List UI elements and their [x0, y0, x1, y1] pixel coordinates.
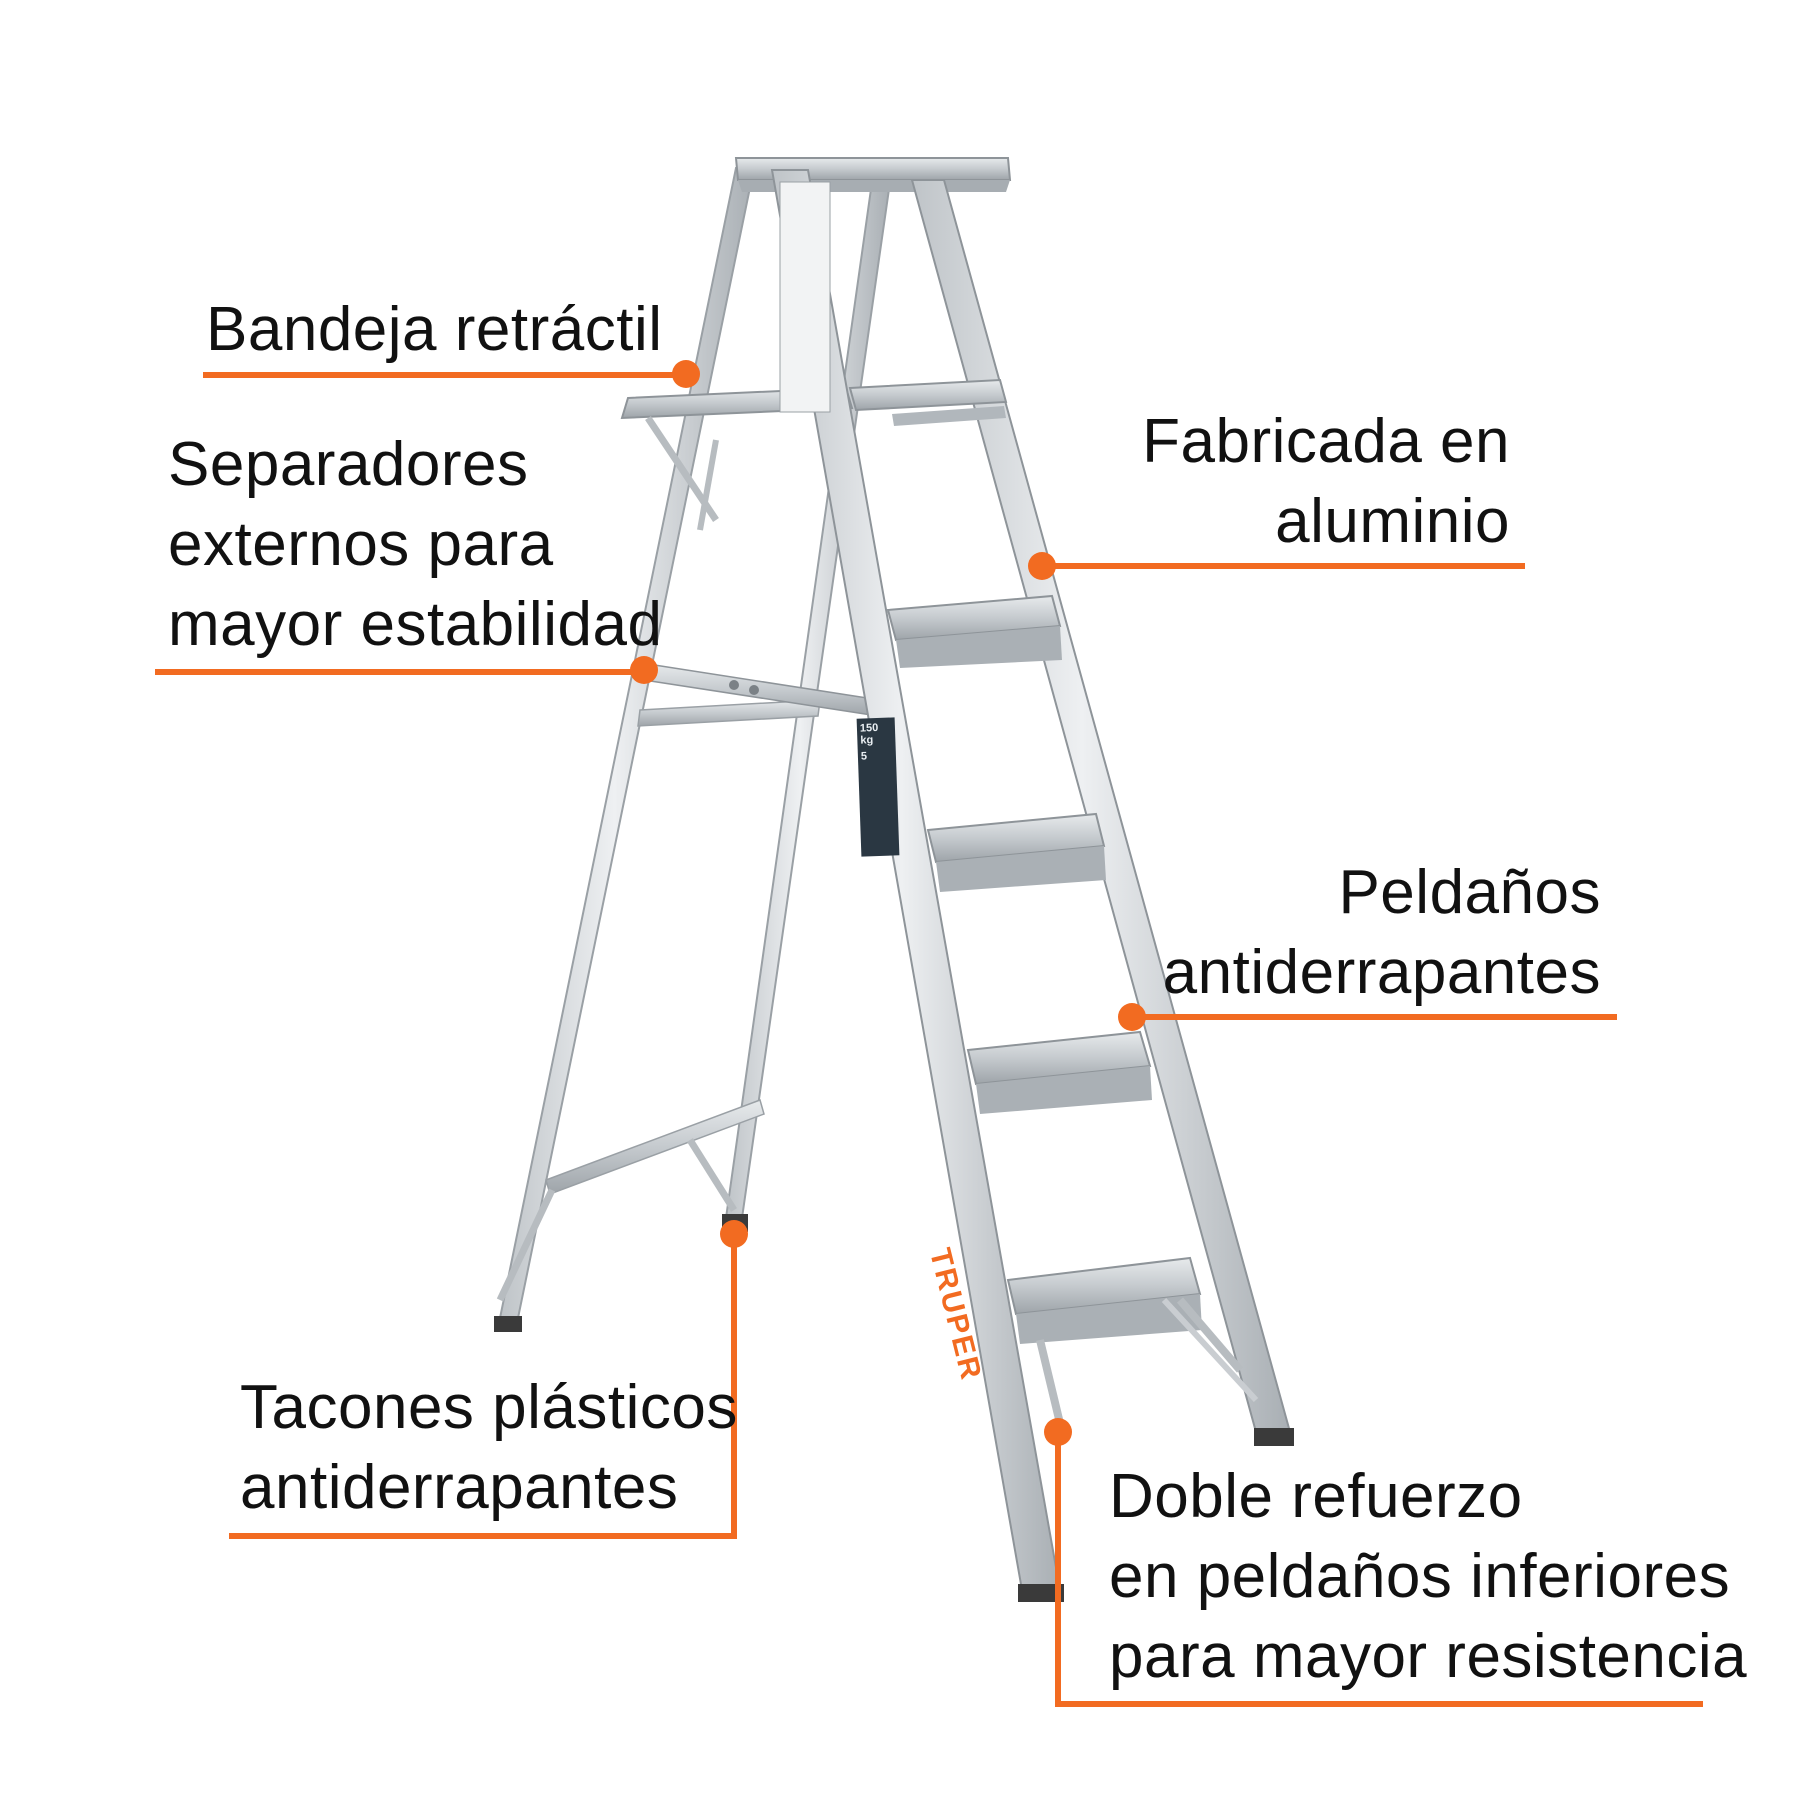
spec-plate: 150 kg 5: [856, 717, 900, 857]
step-1: [848, 378, 1008, 426]
callout-tacones-line-2: antiderrapantes: [240, 1453, 679, 1522]
rear-brace-upper: [637, 699, 821, 727]
callout-line-tacones: [229, 1220, 748, 1539]
callout-doble: Doble refuerzo en peldaños inferiores pa…: [1109, 1457, 1747, 1697]
callout-separadores-line-3: mayor estabilidad: [168, 590, 663, 659]
callout-fabricada-line-1: Fabricada en: [1142, 407, 1510, 476]
callout-peldanos-line-1: Peldaños: [1338, 858, 1601, 927]
front-right-foot: [1254, 1428, 1294, 1446]
step-3: [926, 812, 1106, 892]
callout-fabricada: Fabricada en aluminio: [1142, 402, 1510, 562]
callout-fabricada-line-2: aluminio: [1275, 487, 1510, 556]
callout-tacones: Tacones plásticos antiderrapantes: [240, 1368, 738, 1528]
step-count-text: 5: [860, 750, 868, 763]
callout-peldanos: Peldaños antiderrapantes: [1163, 853, 1601, 1013]
callout-line-bandeja: [203, 360, 700, 388]
callout-separadores-line-1: Separadores: [168, 430, 529, 499]
callout-line-doble: [1044, 1418, 1703, 1707]
step-5: [1006, 1256, 1202, 1344]
callout-doble-line-2: en peldaños inferiores: [1109, 1542, 1731, 1611]
callout-tacones-line-1: Tacones plásticos: [240, 1373, 738, 1442]
callout-doble-line-3: para mayor resistencia: [1109, 1622, 1748, 1691]
load-capacity-text: 150 kg: [859, 721, 879, 747]
callout-peldanos-line-2: antiderrapantes: [1162, 938, 1601, 1007]
step-4: [966, 1030, 1152, 1114]
warning-label: [779, 181, 831, 413]
rear-left-foot: [494, 1316, 522, 1332]
step-2: [886, 594, 1062, 668]
callout-bandeja-line: Bandeja retráctil: [206, 295, 663, 364]
callout-bandeja: Bandeja retráctil: [206, 290, 663, 370]
callout-separadores: Separadores externos para mayor estabili…: [168, 425, 662, 665]
front-left-foot: [1018, 1584, 1064, 1602]
callout-separadores-line-2: externos para: [168, 510, 554, 579]
callout-line-peldanos: [1118, 1003, 1617, 1031]
rear-brace-lower: [496, 1099, 765, 1302]
callout-line-fabricada: [1028, 552, 1525, 580]
callout-line-separadores: [155, 656, 658, 684]
callout-doble-line-1: Doble refuerzo: [1109, 1462, 1523, 1531]
